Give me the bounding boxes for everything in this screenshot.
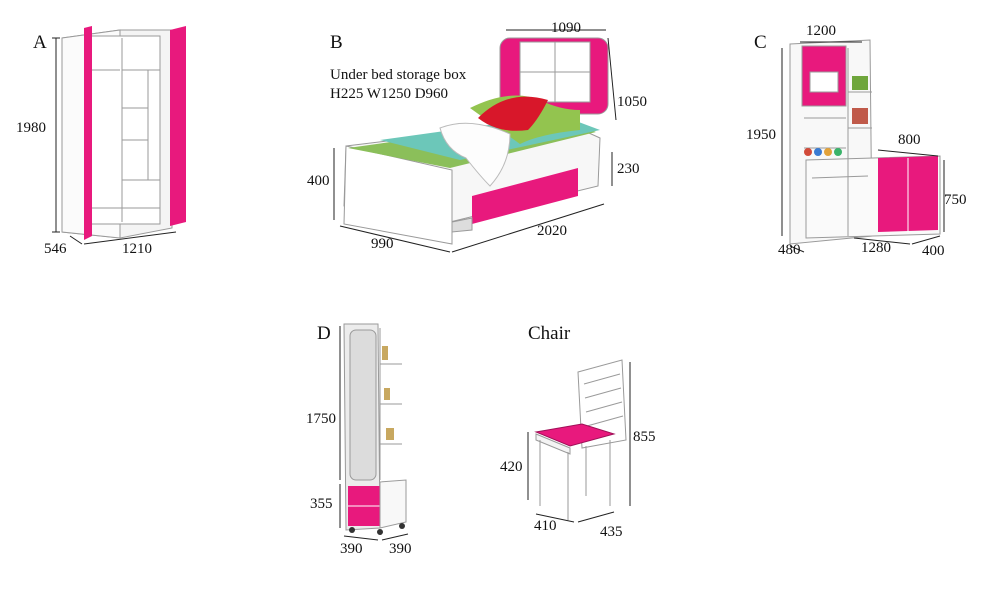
item-d-letter: D bbox=[317, 323, 331, 344]
item-b-headboard-width: 1090 bbox=[551, 20, 581, 36]
chair-height: 855 bbox=[633, 429, 656, 445]
chair-illustration bbox=[534, 359, 627, 520]
item-b-note-line1: Under bed storage box bbox=[330, 67, 467, 83]
item-b-note-line2: H225 W1250 D960 bbox=[330, 86, 449, 102]
item-c-desk-height: 750 bbox=[944, 192, 967, 208]
item-c-width: 1280 bbox=[861, 240, 891, 256]
item-b-bed-height: 400 bbox=[307, 173, 330, 189]
chair-width: 435 bbox=[600, 524, 623, 540]
item-a-width: 1210 bbox=[122, 241, 152, 257]
item-c-side-depth: 400 bbox=[922, 243, 945, 259]
chair-seat-height: 420 bbox=[500, 459, 523, 475]
item-c-desk-depth: 800 bbox=[898, 132, 921, 148]
wardrobe-a-illustration bbox=[61, 26, 186, 240]
chair-title: Chair bbox=[528, 323, 571, 344]
item-d-base-height: 355 bbox=[310, 496, 333, 512]
tower-d-dimension-lines bbox=[339, 326, 409, 541]
item-b-width: 990 bbox=[371, 236, 394, 252]
item-b-drawer-height: 230 bbox=[617, 161, 640, 177]
bed-b-illustration bbox=[343, 37, 609, 245]
item-c-letter: C bbox=[754, 32, 767, 53]
item-b-length: 2020 bbox=[537, 223, 567, 239]
bed-b-dimension-lines bbox=[333, 29, 617, 253]
item-d-height: 1750 bbox=[306, 411, 336, 427]
item-a-height: 1980 bbox=[16, 120, 46, 136]
item-a-depth: 546 bbox=[44, 241, 67, 257]
item-d-width: 390 bbox=[389, 541, 412, 557]
desk-c-dimension-lines bbox=[781, 41, 945, 253]
item-c-depth: 480 bbox=[778, 242, 801, 258]
item-c-top-width: 1200 bbox=[806, 23, 836, 39]
item-b-letter: B bbox=[330, 32, 343, 53]
item-a-letter: A bbox=[33, 32, 47, 53]
item-c-height: 1950 bbox=[746, 127, 776, 143]
wardrobe-a-dimension-lines bbox=[52, 37, 177, 245]
tower-d-illustration bbox=[343, 323, 407, 535]
chair-dimension-lines bbox=[527, 362, 631, 523]
item-b-headboard-height: 1050 bbox=[617, 94, 647, 110]
item-d-depth: 390 bbox=[340, 541, 363, 557]
chair-depth: 410 bbox=[534, 518, 557, 534]
desk-c-illustration bbox=[789, 39, 941, 245]
